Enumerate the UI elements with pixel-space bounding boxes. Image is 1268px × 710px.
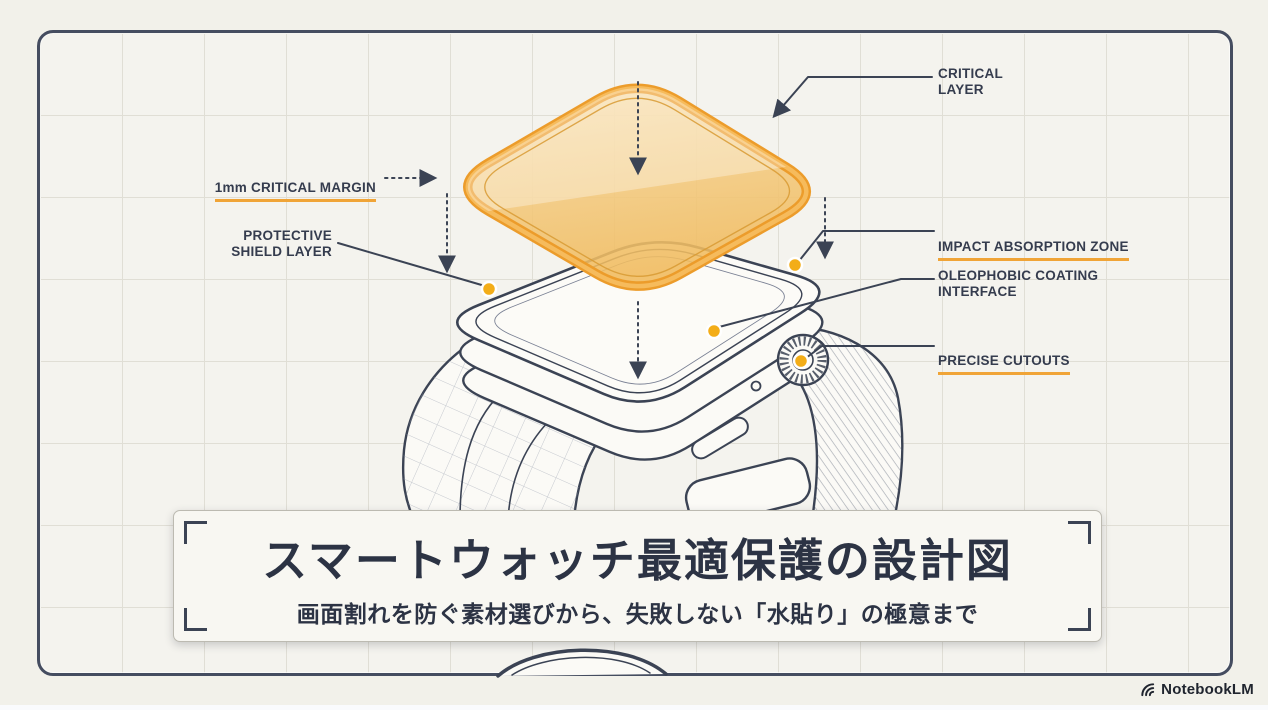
corner-bracket-top-right — [1068, 521, 1091, 544]
coating-dot — [705, 322, 723, 340]
critical-layer-arrow — [772, 76, 933, 119]
oleophobic-leader — [718, 278, 935, 328]
callout-precise-cutouts-text: PRECISE CUTOUTS — [938, 353, 1070, 376]
callout-critical-margin: 1mm CRITICAL MARGIN — [170, 164, 376, 203]
protector-gloss — [467, 88, 787, 212]
marker-dots — [480, 256, 810, 370]
shield-edge-dot — [480, 280, 498, 298]
band-loop — [496, 648, 668, 678]
corner-bracket-bottom-right — [1068, 608, 1091, 631]
left-band — [401, 343, 608, 522]
notebooklm-logo-icon — [1141, 683, 1155, 697]
protective-leader — [337, 242, 486, 287]
screen-protector — [468, 88, 807, 286]
absorption-dot — [786, 256, 804, 274]
corner-bracket-bottom-left — [184, 608, 207, 631]
crown-cutout-dot — [792, 352, 810, 370]
brand-badge: NotebookLM — [1139, 681, 1254, 698]
brand-name: NotebookLM — [1161, 681, 1254, 698]
callout-precise-cutouts: PRECISE CUTOUTS — [938, 337, 1070, 376]
annotation-lines — [337, 76, 935, 380]
bottom-strip — [0, 705, 1268, 710]
callout-critical-layer: CRITICAL LAYER — [938, 66, 1003, 98]
page-title: スマートウォッチ最適保護の設計図 — [262, 534, 1013, 586]
mic-hole — [750, 380, 762, 392]
callout-impact-zone-text: IMPACT ABSORPTION ZONE — [938, 239, 1129, 262]
callout-impact-zone: IMPACT ABSORPTION ZONE — [938, 223, 1129, 262]
impact-leader — [798, 230, 935, 262]
callout-critical-margin-text: 1mm CRITICAL MARGIN — [214, 180, 376, 203]
precise-leader — [805, 345, 935, 359]
callout-protective-shield: PROTECTIVE SHIELD LAYER — [231, 228, 332, 260]
callout-oleophobic: OLEOPHOBIC COATING INTERFACE — [938, 268, 1099, 300]
corner-bracket-top-left — [184, 521, 207, 544]
side-button — [691, 416, 749, 460]
watch-case — [455, 240, 830, 461]
page-subtitle: 画面割れを防ぐ素材選びから、失敗しない「水貼り」の極意まで — [296, 600, 979, 627]
title-card: スマートウォッチ最適保護の設計図 画面割れを防ぐ素材選びから、失敗しない「水貼り… — [173, 510, 1102, 642]
